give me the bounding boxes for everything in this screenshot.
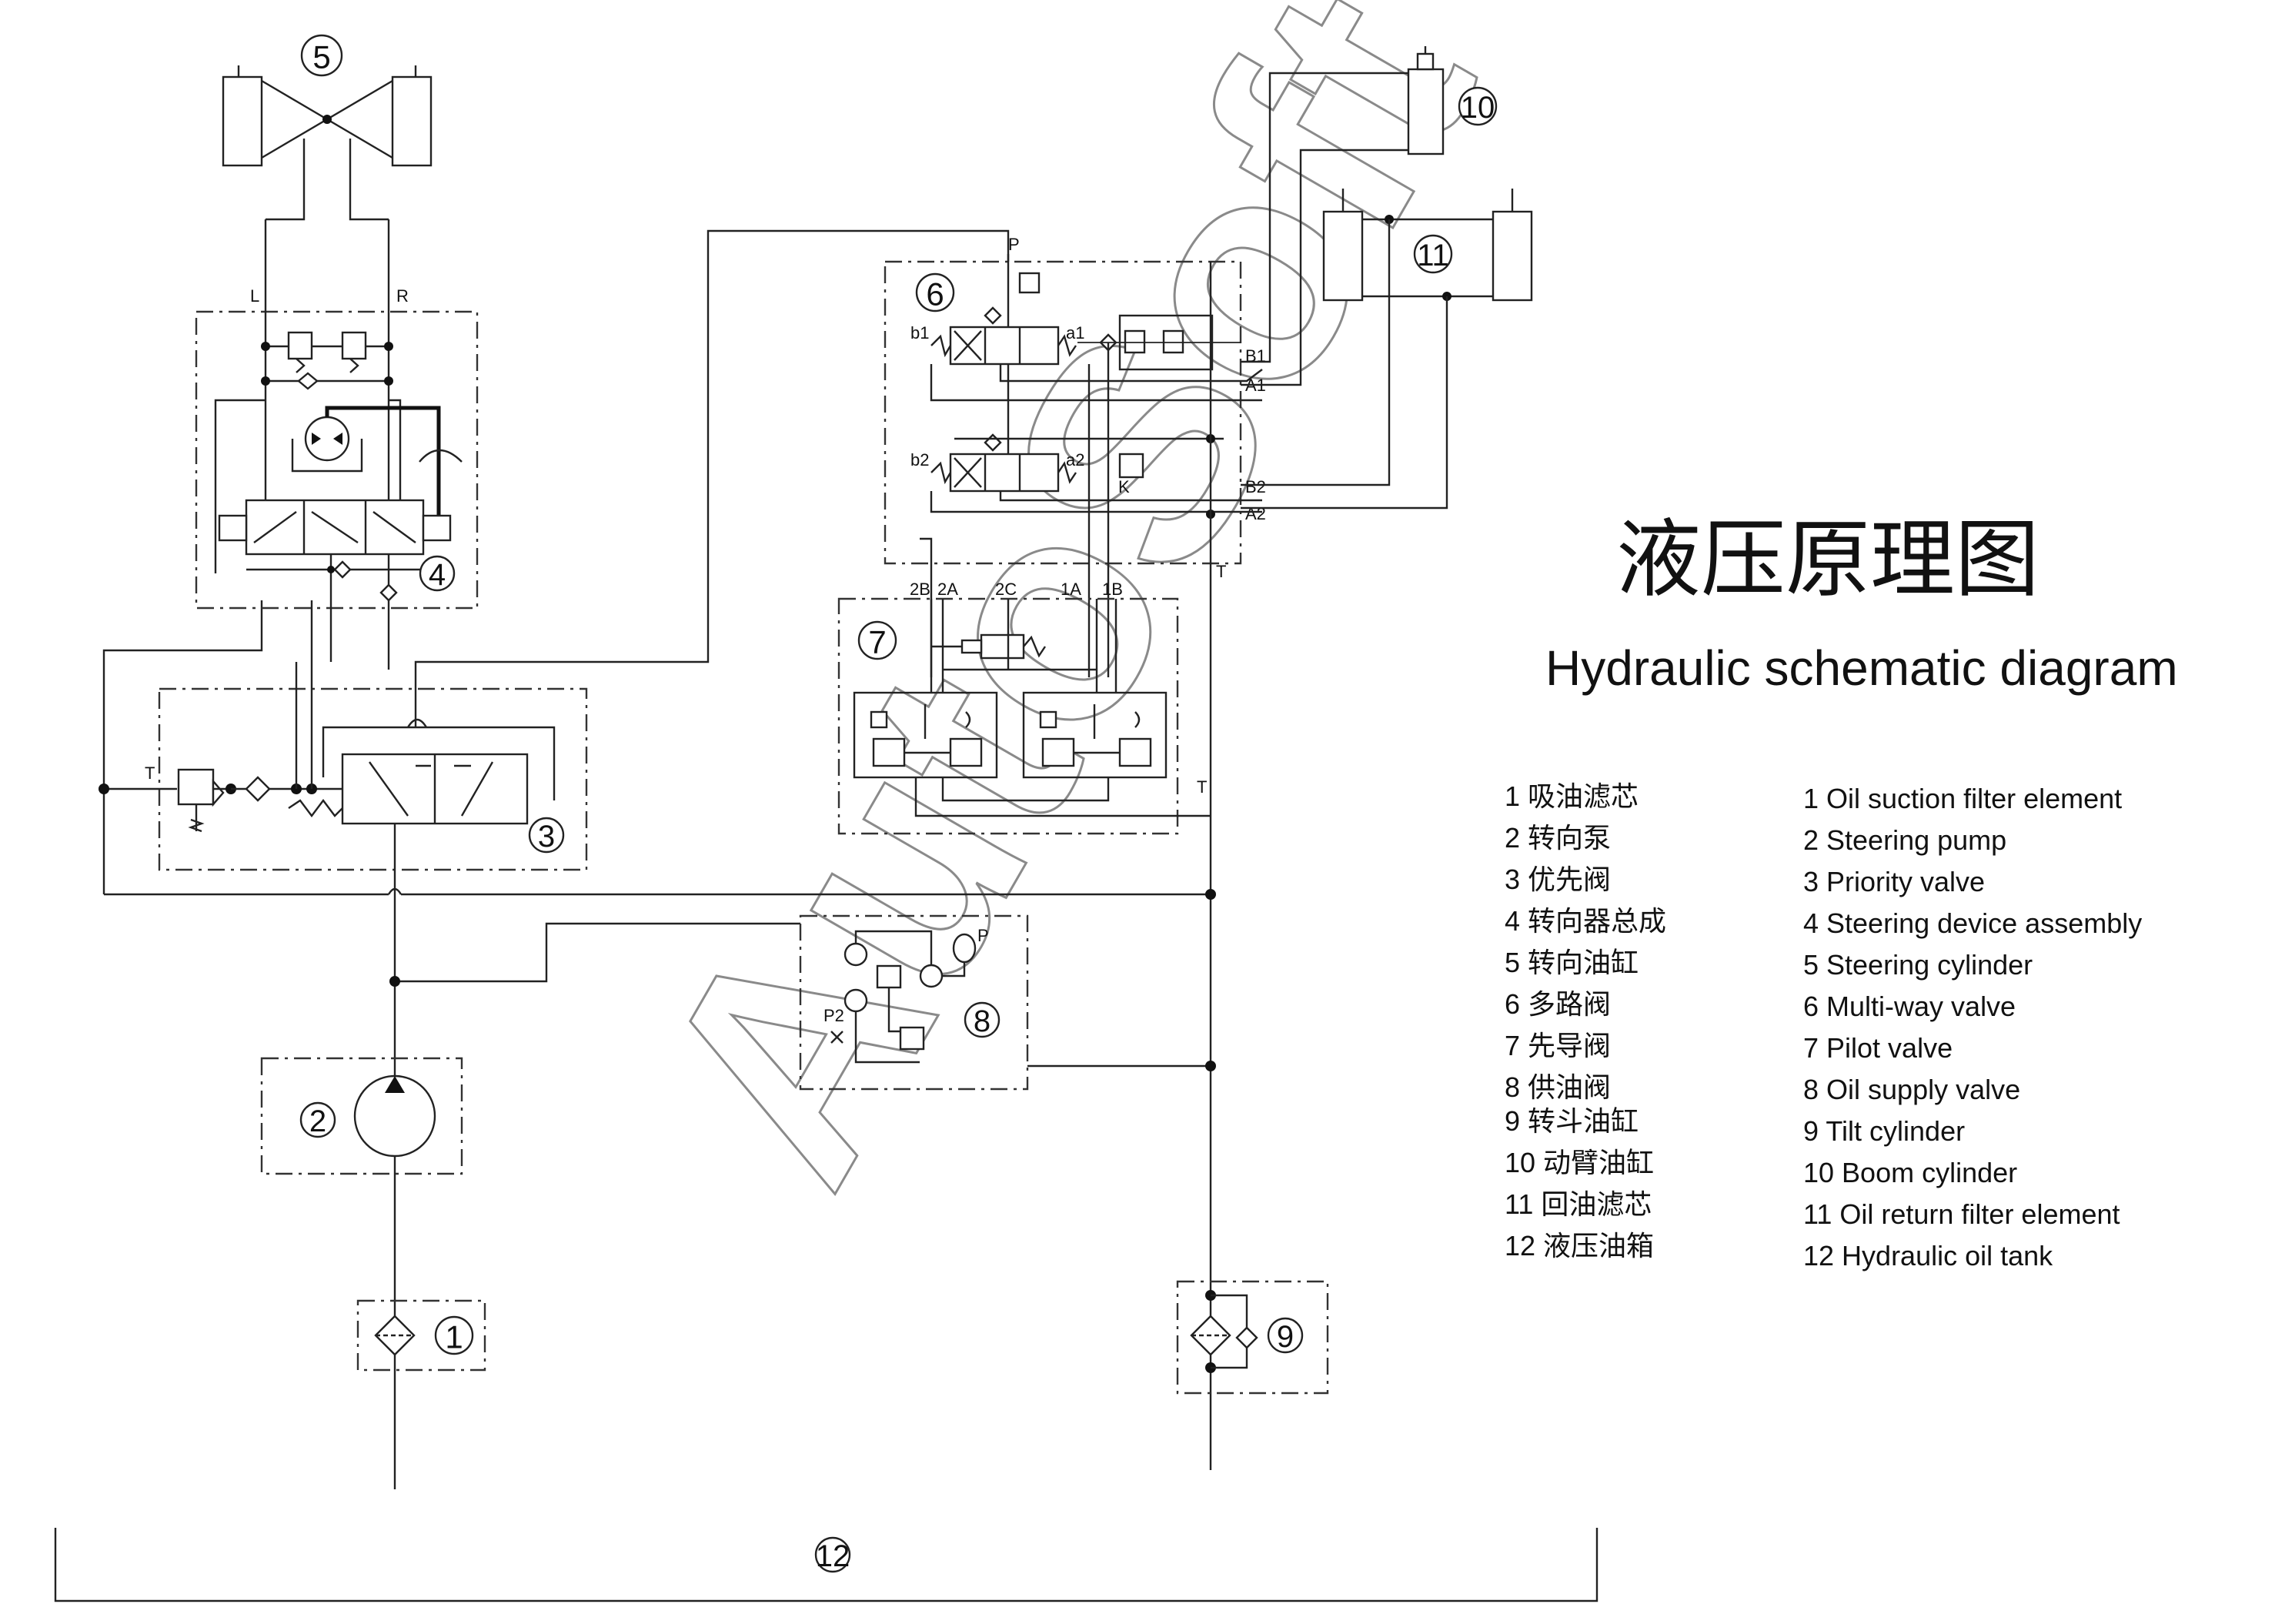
boom-cylinder: 10 [1241, 46, 1498, 386]
port-2A: 2A [937, 580, 958, 599]
legend-en-2: 2 Steering pump [1803, 824, 2006, 856]
oil-suction-filter: 1 [374, 1315, 474, 1356]
legend-cn-7: 7 先导阀 [1505, 1030, 1611, 1061]
steering-pump: 2 [260, 1057, 463, 1175]
port-P2: P2 [823, 1006, 844, 1025]
legend-cn-12: 12 液压油箱 [1505, 1230, 1654, 1261]
legend-cn-6: 6 多路阀 [1505, 988, 1611, 1020]
port-L: L [250, 286, 259, 306]
port-a1: a1 [1066, 323, 1084, 343]
legend-en-12: 12 Hydraulic oil tank [1803, 1240, 2053, 1271]
filter-9-number: 9 [1277, 1320, 1294, 1354]
legend-cn-4: 4 转向器总成 [1505, 905, 1666, 937]
filter-1-number: 1 [445, 1319, 463, 1355]
port-P-supply: P [977, 926, 989, 945]
priority-valve-number: 3 [538, 820, 555, 854]
port-T-pilot: T [1197, 777, 1207, 797]
legend-cn-2: 2 转向泵 [1505, 822, 1611, 854]
title-chinese: 液压原理图 [1616, 510, 2039, 609]
port-a2: a2 [1066, 450, 1084, 469]
tank-number: 12 [816, 1539, 850, 1573]
pilot-valve-number: 7 [868, 624, 886, 660]
pump-number: 2 [309, 1104, 326, 1138]
legend-cn-5: 5 转向油缸 [1505, 947, 1639, 978]
legend-en-1: 1 Oil suction filter element [1803, 783, 2122, 814]
boom-cylinder-number: 10 [1461, 91, 1495, 125]
legend-en-7: 7 Pilot valve [1803, 1032, 1953, 1064]
legend-cn-9: 9 转斗油缸 [1505, 1105, 1639, 1137]
legend-cn-3: 3 优先阀 [1505, 864, 1611, 895]
port-2C: 2C [995, 580, 1017, 599]
steering-device-number: 4 [429, 558, 446, 592]
steering-cylinders: 5 [222, 34, 433, 221]
legend-cn-11: 11 回油滤芯 [1505, 1188, 1652, 1220]
priority-valve: T 3 [99, 600, 588, 894]
port-b2: b2 [910, 450, 929, 469]
steering-cylinder-number: 5 [312, 39, 330, 75]
port-A2: A2 [1245, 504, 1266, 523]
priority-connections [104, 229, 1216, 987]
legend-en-3: 3 Priority valve [1803, 866, 1985, 897]
port-1A: 1A [1061, 580, 1081, 599]
legend-en-4: 4 Steering device assembly [1803, 907, 2142, 939]
port-b1: b1 [910, 323, 929, 343]
hydraulic-oil-tank: 12 [54, 1528, 1598, 1602]
steering-device-assembly: L R [195, 219, 479, 670]
port-B1: B1 [1245, 346, 1266, 366]
legend-cn-10: 10 动臂油缸 [1505, 1147, 1654, 1178]
title-english: Hydraulic schematic diagram [1545, 640, 2178, 696]
port-T-multiway: T [1216, 562, 1226, 581]
port-T-left: T [145, 764, 155, 783]
pilot-valve: 2B 2A 2C 1A 1B 7 [837, 537, 1211, 835]
legend-cn-8: 8 供油阀 [1505, 1071, 1611, 1103]
oil-supply-valve-number: 8 [974, 1004, 990, 1038]
port-R: R [396, 286, 409, 306]
legend-en-11: 11 Oil return filter element [1803, 1198, 2120, 1230]
port-2B: 2B [910, 580, 930, 599]
port-1B: 1B [1102, 580, 1123, 599]
multiway-valve-number: 6 [926, 276, 944, 312]
watermark: AutoSoft [589, 0, 1538, 1235]
legend-en-10: 10 Boom cylinder [1803, 1157, 2017, 1188]
legend-en-5: 5 Steering cylinder [1803, 949, 2033, 981]
port-B2: B2 [1245, 477, 1266, 496]
legend: 1 吸油滤芯 2 转向泵 3 优先阀 4 转向器总成 5 转向油缸 6 多路阀 … [1505, 780, 2142, 1271]
oil-supply-valve: P P2 8 [799, 914, 1216, 1091]
legend-en-9: 9 Tilt cylinder [1803, 1115, 1965, 1147]
legend-cn-1: 1 吸油滤芯 [1505, 780, 1639, 812]
tilt-cylinder-number: 11 [1417, 239, 1449, 272]
legend-en-8: 8 Oil supply valve [1803, 1074, 2020, 1105]
svg-text:AutoSoft: AutoSoft [590, 0, 1537, 1234]
legend-en-6: 6 Multi-way valve [1803, 991, 2016, 1022]
port-K: K [1118, 477, 1130, 496]
return-filter-assembly: 9 [1190, 1290, 1304, 1373]
port-P: P [1008, 235, 1020, 254]
tilt-cylinders: 11 [1241, 189, 1533, 510]
